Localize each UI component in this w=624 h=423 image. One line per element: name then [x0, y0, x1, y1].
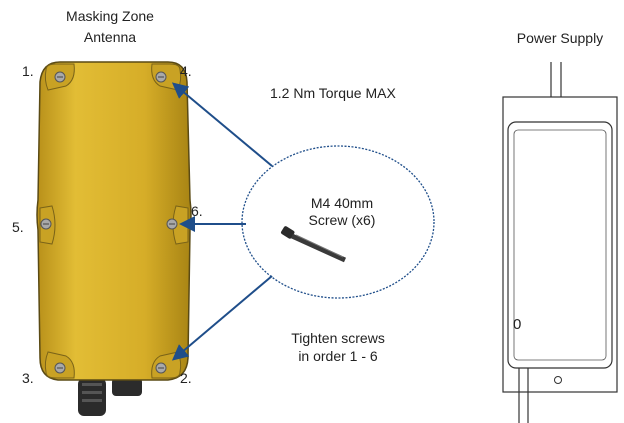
power-supply-body: [507, 121, 613, 369]
screw-callout-line2: Screw (x6): [308, 212, 376, 228]
power-supply-unit: [502, 62, 618, 423]
screw-label-2: 2.: [180, 370, 192, 386]
screw-label-3: 3.: [22, 370, 34, 386]
arrow-to-top-screw: [171, 82, 273, 167]
power-supply-title: Power Supply: [516, 30, 604, 46]
enclosure-body: [36, 61, 192, 381]
screw-hole-2: [155, 362, 167, 374]
antenna-enclosure: [36, 61, 192, 416]
instructions-line2: in order 1 - 6: [298, 348, 378, 364]
screw-hole-3: [54, 362, 66, 374]
screw-hole-1: [54, 71, 66, 83]
instructions-line1: Tighten screws: [291, 330, 385, 346]
screw-hole-4: [155, 71, 167, 83]
cable-glands: [78, 378, 142, 416]
torque-note: 1.2 Nm Torque MAX: [270, 85, 396, 101]
mount-hole: [554, 376, 562, 384]
screw-callout-line1: M4 40mm: [310, 195, 374, 211]
screw-label-4: 4.: [180, 63, 192, 79]
arrow-to-bottom-screw: [171, 275, 273, 361]
power-switch-mark: 0: [513, 316, 522, 333]
antenna-title-line2: Antenna: [83, 29, 137, 45]
screw-callout-ellipse: [241, 145, 435, 299]
screw-hole-5: [40, 218, 52, 230]
antenna-title-line1: Masking Zone: [66, 8, 154, 24]
screw-label-1: 1.: [22, 63, 34, 79]
m4-screw-illustration: [281, 226, 347, 263]
screw-label-5: 5.: [12, 219, 24, 235]
screw-label-6: 6.: [191, 203, 203, 219]
screw-hole-6: [166, 218, 178, 230]
